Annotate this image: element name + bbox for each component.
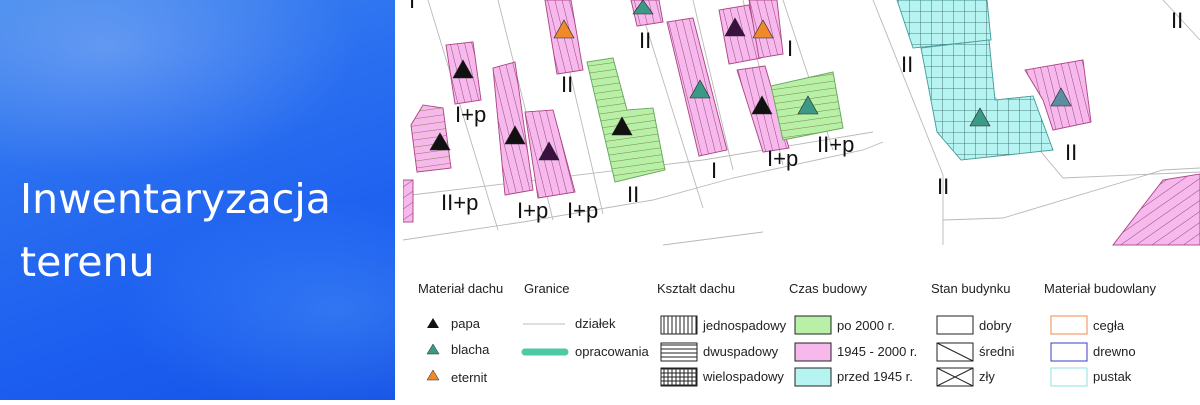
- legend-label: eternit: [451, 370, 488, 385]
- legend-label: po 2000 r.: [837, 318, 895, 333]
- floor-label: I: [787, 36, 793, 61]
- papa-marker-icon: [427, 318, 439, 328]
- panel-highlight: [0, 0, 360, 180]
- good-condition-swatch: [936, 315, 974, 335]
- title-panel: Inwentaryzacja terenu: [0, 0, 395, 400]
- map-figure: I II II I II I+p II II+p I+p I+p II I I+…: [402, 0, 1200, 400]
- legend-label: zły: [979, 369, 995, 384]
- legend-label: cegła: [1093, 318, 1125, 333]
- page-title: Inwentaryzacja terenu: [20, 168, 390, 294]
- legend-label: przed 1945 r.: [837, 369, 913, 384]
- map-svg: I II II I II I+p II II+p I+p I+p II I I+…: [402, 0, 1200, 400]
- multi-pitch-pattern-icon: [660, 367, 698, 387]
- legend-label: wielospadowy: [702, 369, 784, 384]
- floor-label: I: [711, 158, 717, 183]
- 1945-2000-swatch: [794, 342, 832, 362]
- floor-label: II: [561, 72, 573, 97]
- legend-label: działek: [575, 316, 616, 331]
- floor-label: I+p: [767, 146, 798, 171]
- legend: Materiał dachu papa blacha eternit Grani…: [418, 281, 1157, 387]
- gable-pattern-icon: [660, 342, 698, 362]
- floor-label: II: [639, 28, 651, 53]
- legend-label: papa: [451, 316, 481, 331]
- floor-labels: I II II I II I+p II II+p I+p I+p II I I+…: [409, 0, 1183, 223]
- legend-label: blacha: [451, 342, 490, 357]
- floor-label: II+p: [817, 132, 854, 157]
- legend-label: dobry: [979, 318, 1012, 333]
- title-line-2: terenu: [20, 238, 155, 286]
- roof-markers: [429, 0, 1072, 161]
- after-2000-swatch: [794, 315, 832, 335]
- legend-label: opracowania: [575, 344, 649, 359]
- panel-highlight-2: [120, 200, 395, 400]
- legend-label: średni: [979, 344, 1015, 359]
- floor-label: I+p: [455, 102, 486, 127]
- floor-label: II+p: [441, 190, 478, 215]
- legend-title-condition: Stan budynku: [931, 281, 1011, 296]
- legend-label: drewno: [1093, 344, 1136, 359]
- floor-label: II: [901, 52, 913, 77]
- bad-condition-hatch: [936, 367, 974, 387]
- legend-label: pustak: [1093, 369, 1132, 384]
- floor-label: II: [1171, 8, 1183, 33]
- legend-label: jednospadowy: [702, 318, 787, 333]
- legend-title-roof-shape: Kształt dachu: [657, 281, 735, 296]
- mono-pitch-pattern-icon: [660, 315, 698, 335]
- legend-title-roof-material: Materiał dachu: [418, 281, 503, 296]
- floor-label: II: [1065, 140, 1077, 165]
- legend-label: dwuspadowy: [703, 344, 779, 359]
- blacha-marker-icon: [426, 343, 440, 355]
- eternit-marker-icon: [426, 369, 440, 381]
- floor-label: I+p: [567, 198, 598, 223]
- floor-label: II: [937, 174, 949, 199]
- legend-title-boundaries: Granice: [524, 281, 570, 296]
- brick-swatch: [1050, 315, 1088, 335]
- block-swatch: [1050, 367, 1088, 387]
- floor-label: I+p: [517, 198, 548, 223]
- average-condition-hatch: [936, 342, 974, 362]
- legend-title-build-time: Czas budowy: [789, 281, 868, 296]
- wood-swatch: [1050, 342, 1088, 362]
- floor-label: I: [409, 0, 415, 13]
- title-line-1: Inwentaryzacja: [20, 175, 331, 223]
- legend-label: 1945 - 2000 r.: [837, 344, 917, 359]
- legend-title-building-material: Materiał budowlany: [1044, 281, 1157, 296]
- floor-label: II: [627, 182, 639, 207]
- before-1945-swatch: [794, 367, 832, 387]
